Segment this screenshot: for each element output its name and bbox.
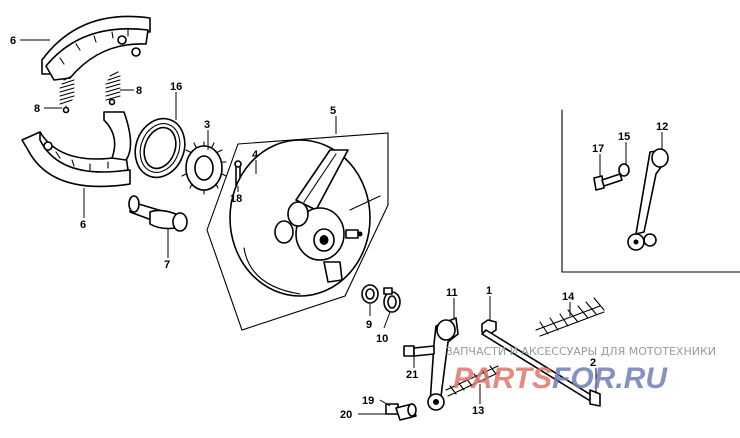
- callout-labels: 6 8 8 16 3 4 18 5 6 7 9 10 11 1 14 21 2 …: [10, 35, 668, 421]
- callout-14: 14: [562, 291, 575, 303]
- ring-10: [383, 287, 401, 313]
- callout-10: 10: [376, 333, 388, 345]
- watermark-logo-left: PARTS: [453, 362, 552, 395]
- callout-11: 11: [446, 287, 458, 299]
- callout-5: 5: [330, 105, 336, 117]
- washer-15: [618, 163, 630, 177]
- callout-4: 4: [252, 149, 259, 161]
- panel-frame: [206, 132, 389, 331]
- watermark: ЗАПЧАСТИ И АКСЕССУАРЫ ДЛЯ МОТОТЕХНИКИ PA…: [446, 345, 716, 395]
- brake-cam: [128, 195, 188, 232]
- callout-3: 3: [204, 119, 210, 131]
- brake-shoe-lower: [21, 111, 132, 188]
- bolt-17: [593, 173, 623, 191]
- callout-17: 17: [592, 143, 604, 155]
- spring-left: [59, 75, 75, 114]
- leader-lines: [20, 39, 663, 415]
- spring-right: [105, 71, 121, 106]
- callout-8-left: 8: [34, 103, 40, 115]
- callout-9: 9: [366, 319, 372, 331]
- brake-shoe-upper: [41, 15, 151, 81]
- callout-6-lower: 6: [80, 219, 86, 231]
- callout-8-right: 8: [136, 85, 142, 97]
- callout-15: 15: [618, 131, 630, 143]
- callout-12: 12: [656, 121, 668, 133]
- inset-arm-12: [627, 148, 669, 251]
- callout-20: 20: [340, 409, 352, 421]
- brake-rod: [481, 329, 601, 407]
- watermark-tagline: ЗАПЧАСТИ И АКСЕССУАРЫ ДЛЯ МОТОТЕХНИКИ: [446, 345, 716, 358]
- callout-1: 1: [486, 285, 492, 297]
- callout-6-upper: 6: [10, 35, 16, 47]
- watermark-logo-right: FOR.RU: [552, 362, 668, 395]
- callout-2: 2: [590, 357, 596, 369]
- ring-9: [361, 284, 379, 304]
- callout-19: 19: [362, 395, 374, 407]
- oil-seal: [134, 117, 186, 179]
- callout-21: 21: [406, 369, 418, 381]
- callout-13: 13: [472, 405, 484, 417]
- callout-18: 18: [230, 193, 242, 205]
- spring-13: [445, 365, 501, 397]
- spring-14: [535, 297, 605, 337]
- brake-panel: [229, 139, 381, 297]
- bolt-21: [403, 345, 435, 357]
- callout-7: 7: [164, 259, 170, 271]
- inset-frame: [561, 109, 740, 273]
- collar-20: [395, 403, 417, 421]
- callout-16: 16: [170, 81, 182, 93]
- speedometer-gear: [181, 141, 227, 195]
